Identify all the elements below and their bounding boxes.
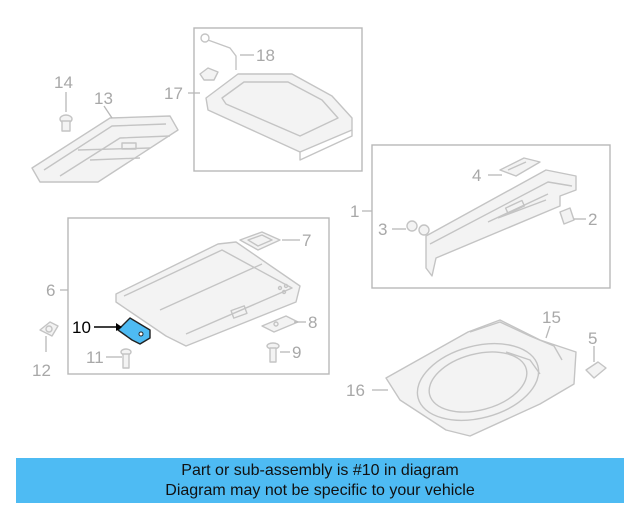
callout-18[interactable]: 18 (256, 46, 275, 65)
part-17-cover[interactable] (205, 73, 353, 161)
callout-12[interactable]: 12 (32, 361, 51, 380)
callout-8[interactable]: 8 (308, 313, 317, 332)
part-10-highlighted[interactable] (117, 317, 151, 345)
callout-9[interactable]: 9 (292, 343, 301, 362)
callout-7[interactable]: 7 (302, 231, 311, 250)
callout-13[interactable]: 13 (94, 89, 113, 108)
callout-11[interactable]: 11 (86, 348, 104, 367)
info-banner: Part or sub-assembly is #10 in diagram D… (16, 458, 624, 503)
callout-17[interactable]: 17 (164, 84, 183, 103)
part-2-clip[interactable] (559, 207, 575, 225)
group-box-cover (193, 27, 363, 172)
callout-10[interactable]: 10 (72, 318, 91, 337)
callout-4[interactable]: 4 (472, 166, 481, 185)
callout-1[interactable]: 1 (350, 202, 359, 221)
leader-lines (45, 54, 595, 391)
group-box-floor-board (67, 217, 330, 375)
part-4-cover-plate[interactable] (499, 157, 541, 177)
part-8-bracket[interactable] (261, 315, 299, 333)
part-7-pad[interactable] (239, 231, 281, 251)
part-3-clip[interactable] (406, 220, 430, 236)
callout-16[interactable]: 16 (346, 381, 365, 400)
banner-line-2: Diagram may not be specific to your vehi… (165, 482, 475, 499)
callout-15[interactable]: 15 (542, 308, 561, 327)
callout-6[interactable]: 6 (46, 281, 55, 300)
group-box-sill-trim (371, 144, 611, 289)
part-5-clip[interactable] (585, 361, 607, 379)
callout-3[interactable]: 3 (378, 220, 387, 239)
callout-2[interactable]: 2 (588, 210, 597, 229)
part-1-sill-trim[interactable] (425, 169, 577, 277)
parts-diagram: 14 13 17 18 1 4 3 2 5 6 7 8 9 10 11 12 1… (31, 27, 611, 437)
part-18-rod[interactable] (199, 33, 237, 81)
callout-5[interactable]: 5 (588, 329, 597, 348)
part-9-bolt[interactable] (266, 342, 280, 363)
part-12-fastener[interactable] (39, 321, 59, 337)
part-11-screw[interactable] (120, 348, 132, 369)
part-16-tray[interactable] (385, 319, 577, 437)
part-13-floor-mat[interactable] (31, 115, 179, 183)
part-15-tray-insert[interactable] (469, 321, 563, 375)
part-14-clip[interactable] (59, 114, 73, 132)
part-6-floor-board[interactable] (115, 241, 301, 347)
callout-14[interactable]: 14 (54, 73, 73, 92)
banner-line-1: Part or sub-assembly is #10 in diagram (181, 462, 459, 479)
